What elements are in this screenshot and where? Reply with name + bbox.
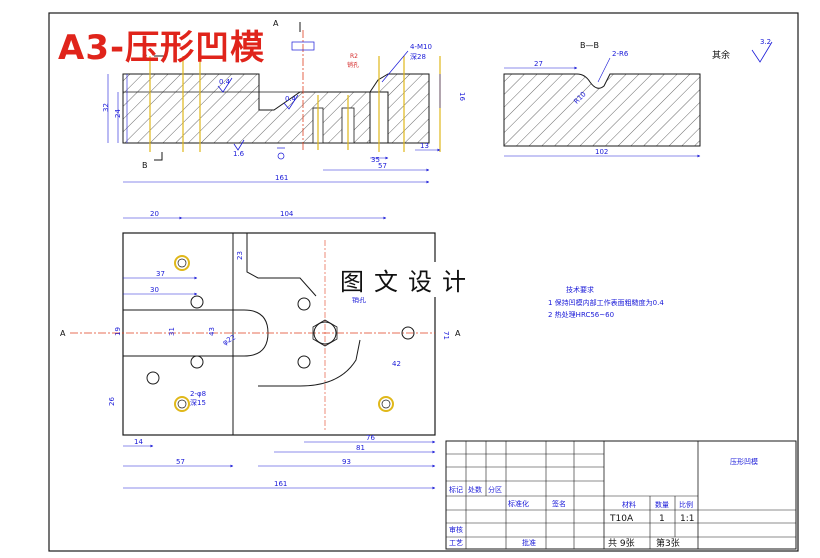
dim-35: 35 xyxy=(371,156,380,164)
dim-14: 14 xyxy=(134,438,143,446)
section-mark-a-left: A xyxy=(60,329,66,338)
dowel-hole-3 xyxy=(378,396,394,412)
hole-spec-depth15: 深15 xyxy=(190,398,206,407)
watermark-text: 图文设计 xyxy=(338,262,478,297)
sheet-border xyxy=(48,12,799,552)
dim-81: 81 xyxy=(356,444,365,452)
plan-outline xyxy=(122,232,436,436)
title-block: 压形凹模 标记 处数 分区 标准化 签名 材料 数量 比例 T10A 1 1:1… xyxy=(445,440,797,550)
plan-view: A A 20 104 37 30 23 19 31 43 26 φ22 42 7… xyxy=(60,210,461,490)
section-mark-b-top: B xyxy=(142,53,148,62)
cavity-outline xyxy=(232,233,361,435)
dim-43: 43 xyxy=(208,327,216,336)
tb-marks: 标记 xyxy=(449,485,463,494)
drawing-title: A3-压形凹模 xyxy=(58,28,266,68)
tb-sheets-total: 共 9张 xyxy=(608,538,635,549)
dim-57-bottom: 57 xyxy=(176,458,185,466)
tb-qty: 1 xyxy=(659,514,665,524)
section-view-bb: B—B 2-R6 R10 27 102 xyxy=(503,41,701,158)
dim-93: 93 xyxy=(342,458,351,466)
tb-material-label: 材料 xyxy=(622,500,636,509)
dim-27: 27 xyxy=(534,60,543,68)
dowel-hole-1 xyxy=(174,255,190,271)
tb-sheet-no: 第3张 xyxy=(656,537,680,549)
dim-71: 71 xyxy=(442,331,450,340)
dowel-hole-2 xyxy=(174,396,190,412)
dim-37: 37 xyxy=(156,270,165,278)
dim-42: 42 xyxy=(392,360,401,368)
label-slot: φ22 xyxy=(221,333,237,347)
red-note-r2: R2 xyxy=(350,53,358,60)
red-note-pin: 销孔 xyxy=(347,61,359,69)
dim-161-bottom: 161 xyxy=(274,480,287,488)
tb-standardize: 标准化 xyxy=(508,499,529,508)
dim-20: 20 xyxy=(150,210,159,218)
tb-material: T10A xyxy=(609,514,634,524)
tb-signature: 签名 xyxy=(552,499,566,508)
dim-104: 104 xyxy=(280,210,294,218)
hole-spec-2phi8: 2-φ8 xyxy=(190,390,206,398)
tb-qty-label: 数量 xyxy=(655,500,669,509)
dim-32: 32 xyxy=(102,103,110,112)
roughness-16-bottom: 1.6 xyxy=(233,150,245,158)
tb-count: 处数 xyxy=(468,485,482,494)
tb-audit: 审核 xyxy=(449,525,463,534)
section-mark-a-top: A xyxy=(273,19,279,28)
section-view-aa: A B B 0.4 0.4 1.6 4-M10 深28 R2 销孔 32 24 … xyxy=(102,19,466,184)
dim-161-top: 161 xyxy=(275,174,288,182)
label-pin-hole: 销孔 xyxy=(352,295,366,304)
tech-item-2: 2 热处理HRC56~60 xyxy=(548,310,614,319)
dim-16: 16 xyxy=(458,92,466,101)
tb-scale: 1:1 xyxy=(680,514,694,524)
tb-approve: 批准 xyxy=(522,538,536,547)
dim-76: 76 xyxy=(366,434,375,442)
dim-31: 31 xyxy=(168,327,176,336)
section-mark-b-bottom: B xyxy=(142,161,148,170)
dim-13: 13 xyxy=(420,142,429,150)
bb-outline xyxy=(503,73,701,147)
dim-57-top: 57 xyxy=(378,162,387,170)
bb-radius: 2-R6 xyxy=(612,50,629,58)
tech-title: 技术要求 xyxy=(566,285,594,294)
tb-scale-label: 比例 xyxy=(679,500,693,509)
dim-19: 19 xyxy=(114,327,122,336)
dim-102: 102 xyxy=(595,148,608,156)
hole-spec-m10: 4-M10 xyxy=(410,43,432,51)
dim-30: 30 xyxy=(150,286,159,294)
roughness-04-mid: 0.4 xyxy=(285,95,297,103)
surface-value: 3.2 xyxy=(760,38,771,46)
dim-26: 26 xyxy=(108,397,116,406)
tech-item-1: 1 保持凹模内部工作表面粗糙度为0.4 xyxy=(548,298,664,307)
tb-process: 工艺 xyxy=(449,539,463,547)
dim-23: 23 xyxy=(236,251,244,260)
tb-zone: 分区 xyxy=(488,485,502,494)
surface-note: 其余 xyxy=(712,49,730,61)
hole-spec-depth28: 深28 xyxy=(410,52,426,61)
section-mark-a-right: A xyxy=(455,329,461,338)
tb-name: 压形凹模 xyxy=(730,457,758,466)
roughness-04-top: 0.4 xyxy=(219,78,231,86)
bb-label: B—B xyxy=(580,41,599,50)
